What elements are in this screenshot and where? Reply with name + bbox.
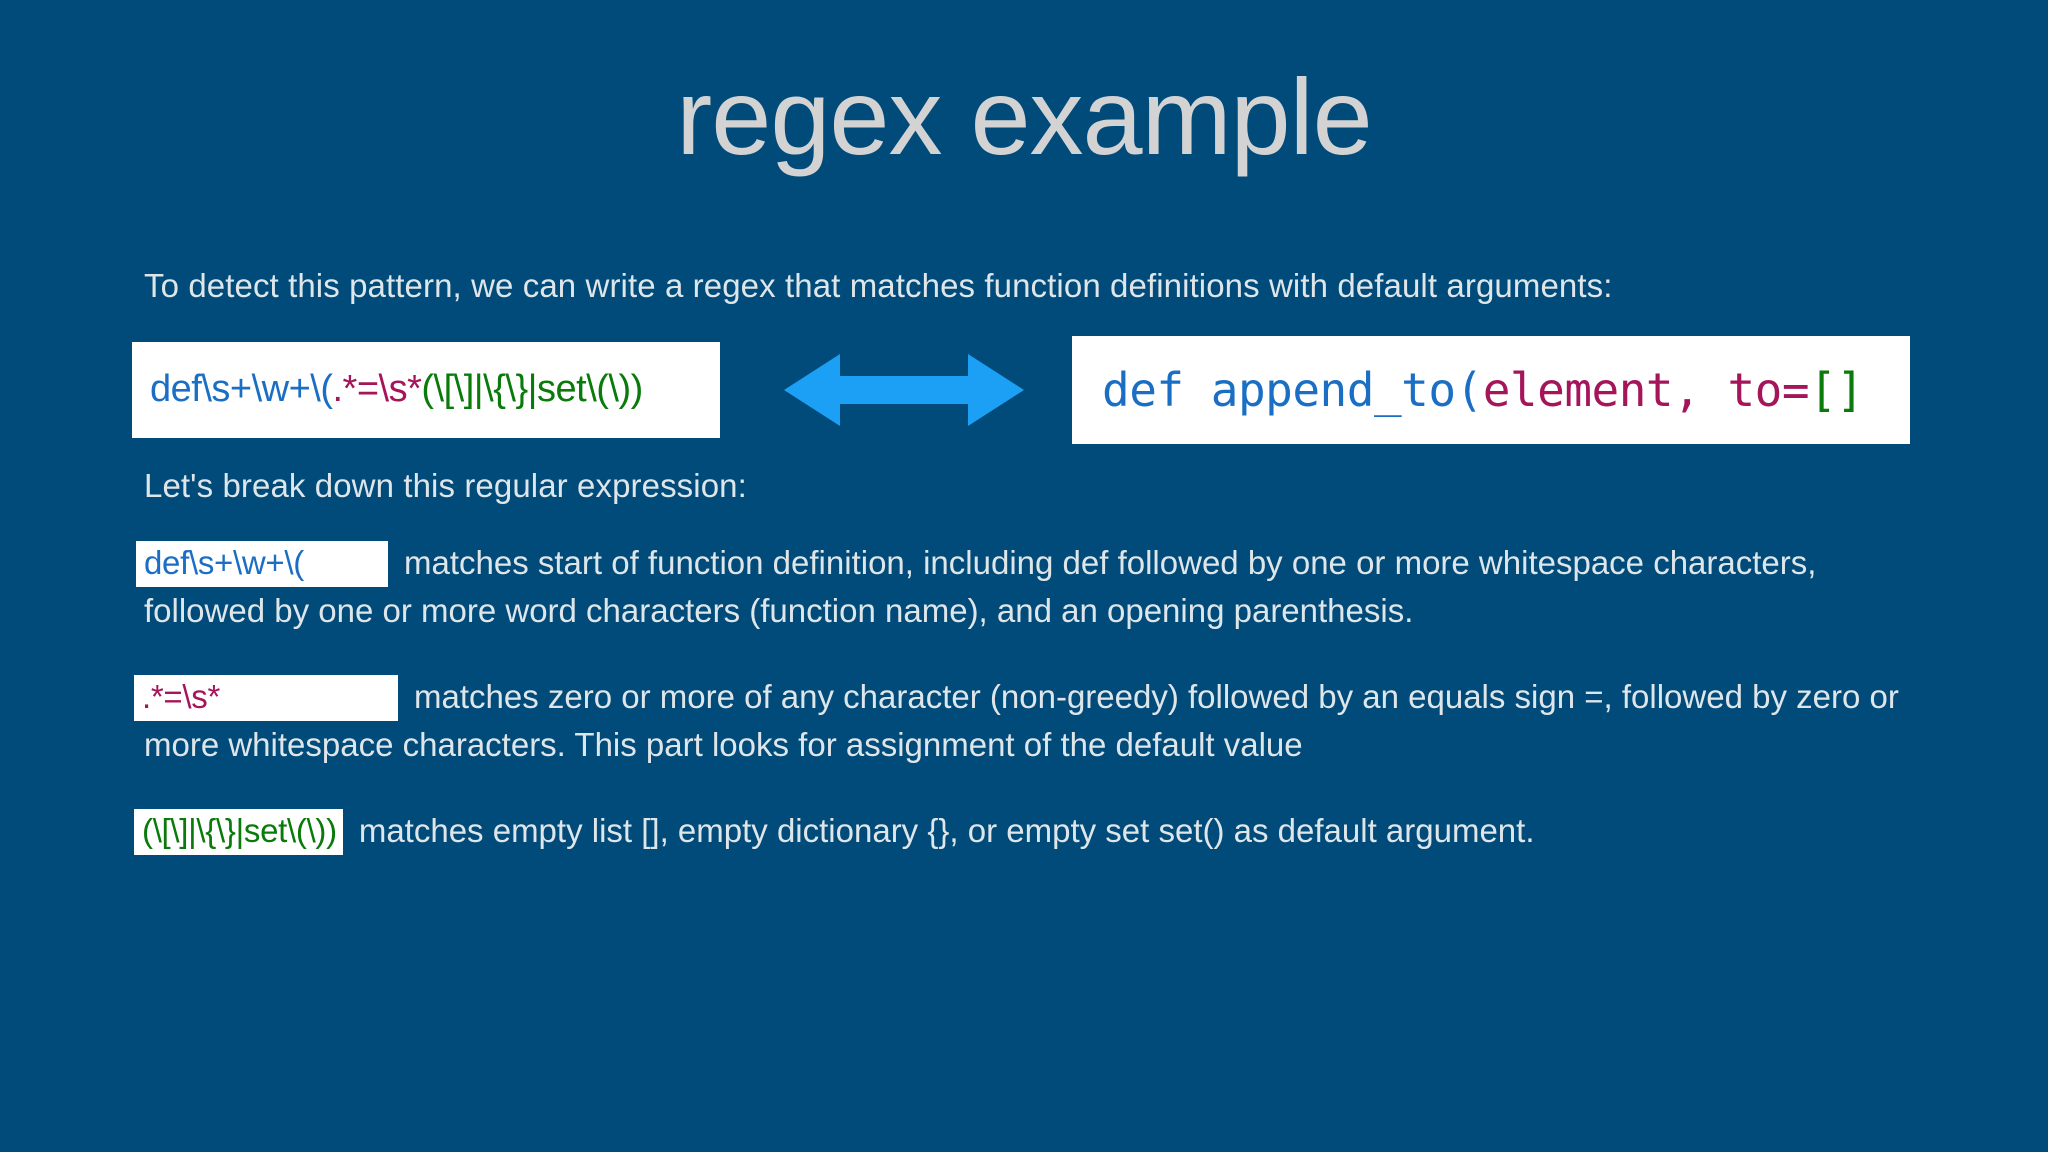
python-code-text: def append_to(element, to=[] — [1102, 362, 1864, 417]
regex-pattern-text: def\s+\w+\(.*=\s*(\[\]|\{\}|set\(\)) — [150, 368, 643, 411]
regex-pattern-box: def\s+\w+\(.*=\s*(\[\]|\{\}|set\(\)) — [132, 341, 720, 438]
page-title: regex example — [676, 56, 1372, 177]
breakdown-description-2: matches zero or more of any character (n… — [144, 677, 1899, 764]
breakdown-item-2: .*=\s*matches zero or more of any charac… — [134, 673, 1914, 769]
regex-segment-crimson: .*=\s* — [332, 368, 422, 411]
regex-chip-3: (\[\]|\{\}|set\(\)) — [134, 808, 343, 855]
breakdown-description-3: matches empty list [], empty dictionary … — [358, 811, 1535, 849]
breakdown-description-1: matches start of function definition, in… — [144, 544, 1817, 630]
regex-chip-2: .*=\s* — [134, 674, 398, 722]
intro-paragraph: To detect this pattern, we can write a r… — [144, 267, 1613, 304]
breakdown-item-3: (\[\]|\{\}|set\(\)) matches empty list []… — [134, 807, 1914, 855]
regex-segment-blue: def\s+\w+\( — [150, 368, 333, 411]
slide-content: To detect this pattern, we can write a r… — [132, 262, 1914, 855]
regex-to-code-row: def\s+\w+\(.*=\s*(\[\]|\{\}|set\(\)) def… — [132, 335, 1914, 444]
regex-chip-1: def\s+\w+\( — [136, 541, 388, 588]
double-headed-arrow-icon — [784, 350, 1024, 430]
python-code-box: def append_to(element, to=[] — [1072, 335, 1910, 444]
breakdown-item-1: def\s+\w+\(matches start of function def… — [136, 539, 1914, 635]
code-segment-blue: def append_to( — [1102, 362, 1483, 417]
breakdown-lead: Let's break down this regular expression… — [144, 466, 747, 504]
code-segment-crimson: element, to= — [1482, 362, 1810, 417]
code-segment-green: [] — [1809, 362, 1864, 417]
regex-segment-green: (\[\]|\{\}|set\(\)) — [421, 368, 643, 411]
